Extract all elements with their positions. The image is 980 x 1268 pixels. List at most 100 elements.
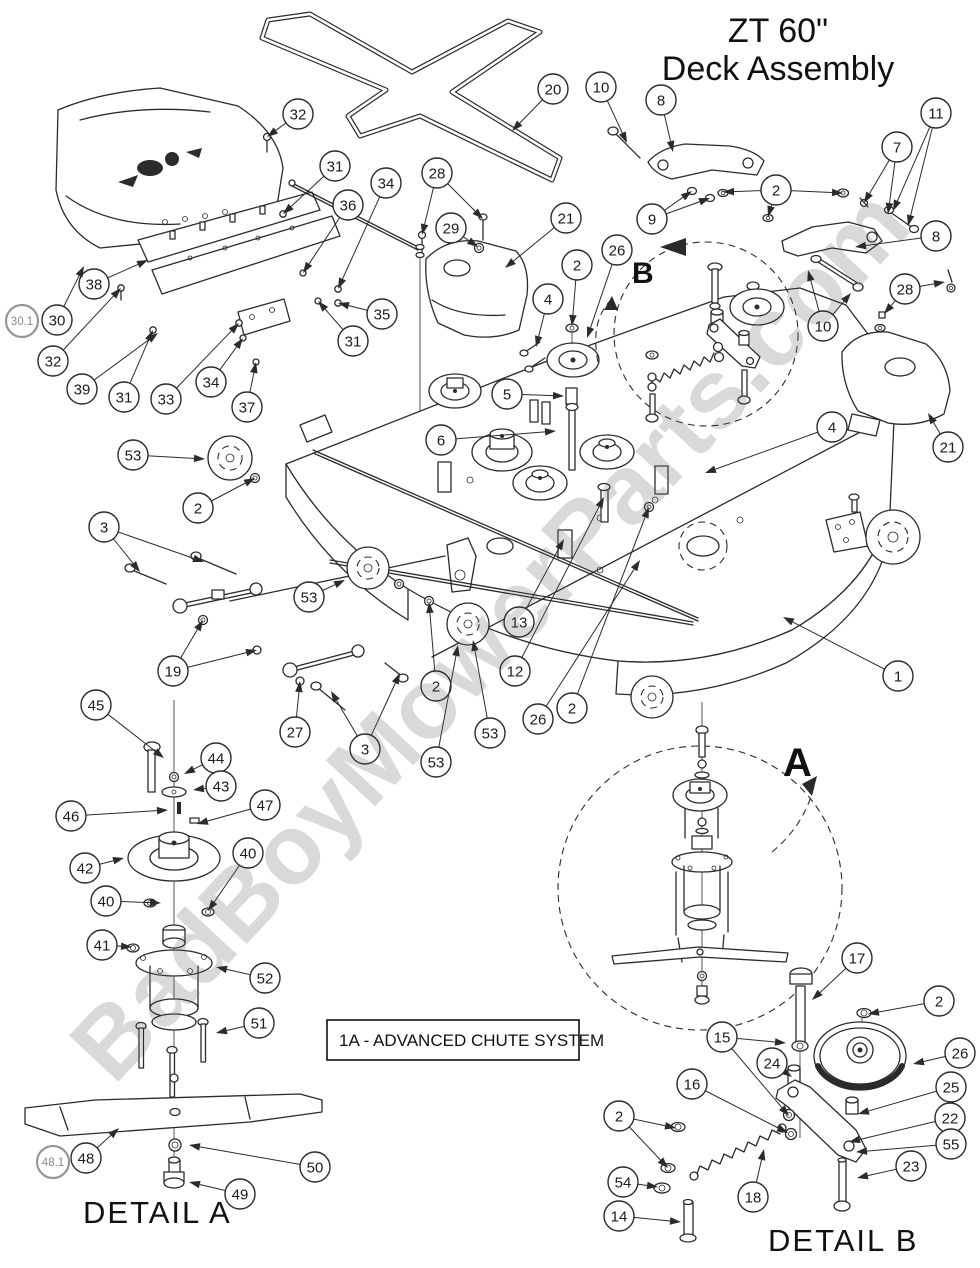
callout-46: 46: [55, 800, 168, 832]
callout-number: 30: [49, 312, 66, 329]
callout-6: 6: [425, 424, 556, 456]
callout-number: 21: [558, 210, 575, 227]
callout-number: 37: [239, 399, 256, 416]
callout-53: 53: [117, 439, 205, 471]
callout-20: 20: [512, 73, 569, 131]
callout-number: 48.1: [42, 1157, 64, 1169]
callout-2: 2: [556, 507, 649, 724]
detail-a-label: DETAIL A: [83, 1195, 232, 1230]
callout-number: 15: [714, 1029, 731, 1046]
callout-9: 9: [636, 191, 710, 235]
callout-number: 54: [615, 1174, 632, 1191]
callout-32: 32: [37, 288, 121, 377]
callout-30: 30: [41, 266, 84, 336]
callout-2: 2: [561, 249, 593, 326]
callout-28: 28: [420, 157, 483, 235]
callout-29: 29: [435, 212, 478, 247]
callout-number: 14: [611, 1208, 628, 1225]
callout-34: 34: [195, 338, 243, 398]
callout-number: 50: [307, 1159, 324, 1176]
callout-23: 23: [857, 1150, 927, 1182]
callout-number: 29: [443, 220, 460, 237]
callout-4: 4: [532, 283, 564, 347]
callout-number: 26: [609, 242, 626, 259]
callout-number: 26: [530, 711, 547, 728]
callout-number: 7: [893, 139, 901, 156]
callout-number: 55: [943, 1136, 960, 1153]
callout-number: 36: [340, 197, 357, 214]
callout-number: 30.1: [11, 316, 33, 328]
detail-a-letter: A: [783, 741, 812, 785]
callout-37: 37: [231, 362, 263, 423]
callout-number: 27: [287, 724, 304, 741]
detail-b-letter: B: [632, 257, 654, 290]
callout-21: 21: [505, 202, 582, 268]
callout-number: 47: [257, 797, 274, 814]
callout-number: 18: [745, 1189, 762, 1206]
callout-number: 23: [903, 1158, 920, 1175]
callout-54: 54: [607, 1166, 658, 1198]
callout-12: 12: [499, 497, 604, 687]
callout-48: 48: [70, 1128, 119, 1174]
callout-number: 11: [928, 105, 944, 122]
callout-number: 33: [158, 391, 175, 408]
callout-number: 4: [828, 419, 836, 436]
callout-18: 18: [737, 1149, 769, 1213]
spindle-pulleys: [428, 342, 635, 501]
callout-52: 52: [216, 962, 281, 994]
callout-53: 53: [471, 640, 506, 749]
callout-number: 45: [88, 697, 105, 714]
callout-number: 8: [657, 92, 665, 109]
callout-number: 3: [100, 519, 108, 536]
callout-28: 28: [884, 273, 945, 314]
callout-number: 2: [568, 700, 576, 717]
callout-number: 41: [94, 937, 111, 954]
note-box-label: 1A - ADVANCED CHUTE SYSTEM: [339, 1031, 604, 1050]
deck-belt: [259, 11, 563, 183]
callout-51: 51: [216, 1007, 275, 1039]
callout-number: 32: [290, 106, 307, 123]
callout-number: 42: [77, 860, 94, 877]
callout-number: 43: [213, 778, 230, 795]
callout-11: 11: [893, 97, 952, 226]
callout-number: 46: [63, 808, 80, 825]
callout-38: 38: [78, 260, 148, 300]
callout-26: 26: [522, 560, 640, 735]
callout-21: 21: [928, 413, 964, 463]
callout-number: 2: [573, 257, 581, 274]
detail-b-assembly: [653, 967, 907, 1243]
callout-42: 42: [69, 852, 124, 884]
callout-number: 19: [165, 663, 182, 680]
callout-40: 40: [208, 837, 264, 911]
callout-number: 35: [374, 306, 391, 323]
callout-45: 45: [80, 689, 164, 758]
callout-8: 8: [645, 84, 677, 152]
callout-number: 34: [203, 374, 220, 391]
callout-32: 32: [267, 98, 314, 137]
spindle-assembly-left: [126, 700, 221, 1158]
callout-50: 50: [189, 1143, 331, 1183]
callout-15: 15: [706, 1021, 789, 1116]
callout-number: 49: [232, 1186, 249, 1203]
callout-number: 2: [772, 182, 780, 199]
callout-27: 27: [279, 681, 311, 748]
callout-2: 2: [723, 174, 843, 217]
callout-number: 24: [764, 1055, 781, 1072]
diagram-title-line2: Deck Assembly: [662, 50, 894, 88]
callout-number: 2: [935, 993, 943, 1010]
callout-number: 6: [437, 432, 445, 449]
baffle-plates: [137, 179, 419, 336]
callout-14: 14: [603, 1200, 681, 1232]
callout-number: 2: [432, 678, 440, 695]
callout-number: 53: [301, 589, 318, 606]
callout-10: 10: [585, 71, 627, 143]
exploded-view-art: ZT 60" Deck Assembly DETAIL A DETAIL B A…: [24, 11, 956, 1258]
callout-25: 25: [858, 1071, 967, 1115]
callout-number: 20: [545, 81, 562, 98]
callout-1: 1: [783, 617, 914, 692]
callout-33: 33: [150, 323, 239, 415]
callout-31: 31: [108, 330, 153, 413]
callout-16: 16: [676, 1068, 788, 1133]
